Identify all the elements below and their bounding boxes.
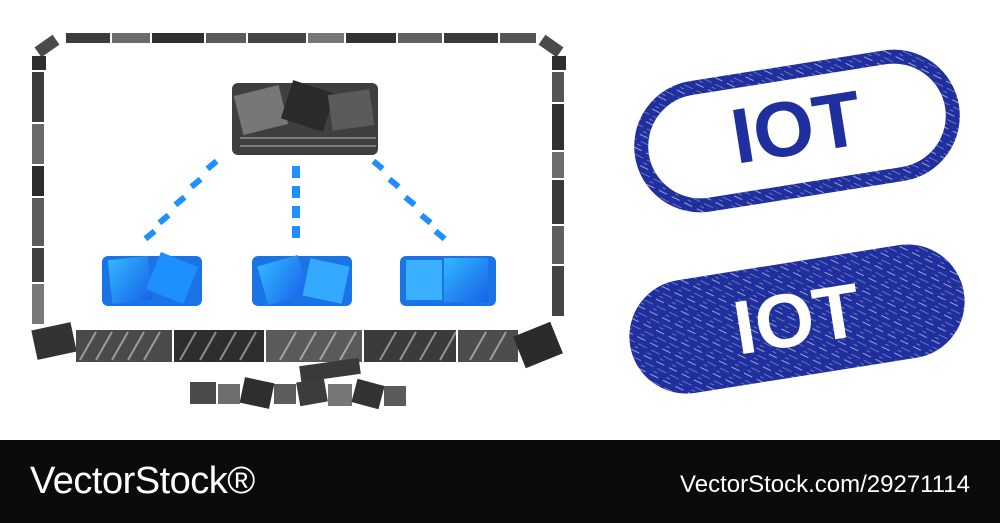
stamp-outline-label: IOT [725,73,867,180]
asset-id: VectorStock.com/29271114 [680,471,970,498]
stamp-filled-label: IOT [728,268,866,372]
monitor-hierarchy-mosaic-icon [31,33,566,410]
child-node-left [102,251,202,306]
watermark-footer: VectorStock® VectorStock.com/29271114 [0,440,1000,523]
monitor-frame [31,33,566,410]
iot-filled-stamp: IOT [629,244,965,394]
brand-logo: VectorStock® [30,460,255,502]
top-server-node [232,80,378,155]
child-node-right [400,256,496,306]
artwork-canvas: IOT IOT [31,33,965,410]
hierarchy-connectors [143,158,447,242]
iot-outline-stamp: IOT [634,49,960,213]
child-node-center [252,254,352,306]
